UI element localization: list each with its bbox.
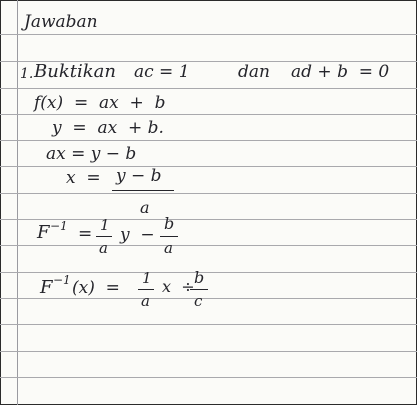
inverse-x-frac2-numerator: b bbox=[194, 268, 205, 287]
x-fraction-bar bbox=[112, 190, 174, 192]
inverse-superscript: −1 bbox=[50, 219, 68, 233]
ruled-line bbox=[0, 272, 417, 273]
inverse-x-frac2-denominator: c bbox=[194, 292, 203, 310]
condition-2: ad + b = 0 bbox=[291, 62, 390, 82]
ruled-line bbox=[0, 351, 417, 352]
ruled-line bbox=[0, 88, 417, 89]
inverse-frac2-denominator: a bbox=[164, 239, 173, 257]
inverse-frac1-numerator: 1 bbox=[100, 216, 110, 234]
ruled-line bbox=[0, 114, 417, 115]
ruled-line bbox=[0, 193, 417, 194]
x-fraction-denominator: a bbox=[140, 198, 150, 217]
ruled-line bbox=[0, 219, 417, 220]
ruled-line bbox=[0, 166, 417, 167]
inverse-frac2-bar bbox=[160, 236, 178, 238]
inverse-x-frac2-bar bbox=[190, 289, 208, 291]
inverse-label: F bbox=[37, 222, 50, 243]
page-heading: Jawaban bbox=[24, 12, 98, 32]
ruled-line bbox=[0, 34, 417, 35]
inverse-x-frac1-bar bbox=[138, 289, 154, 291]
ruled-line bbox=[0, 245, 417, 246]
inverse-x-frac1-denominator: a bbox=[141, 292, 150, 310]
y-substitution: y = ax + b. bbox=[52, 118, 164, 138]
inverse-x-operator: x ÷ bbox=[162, 277, 195, 296]
inverse-x-frac1-numerator: 1 bbox=[142, 269, 152, 287]
ax-step: ax = y − b bbox=[46, 144, 137, 164]
inverse-frac1-denominator: a bbox=[99, 239, 108, 257]
inverse-y-minus: y − bbox=[120, 225, 155, 245]
ruled-line bbox=[0, 140, 417, 141]
ruled-line bbox=[0, 298, 417, 299]
x-fraction-numerator: y − b bbox=[116, 166, 162, 186]
problem-number: 1. bbox=[20, 66, 34, 82]
statement-start: Buktikan bbox=[34, 61, 116, 82]
ruled-line bbox=[0, 377, 417, 378]
connector-text: dan bbox=[238, 62, 270, 82]
ruled-line bbox=[0, 324, 417, 325]
inverse-frac1-bar bbox=[96, 236, 112, 238]
inverse-frac2-numerator: b bbox=[164, 214, 175, 233]
x-result-lhs: x = bbox=[66, 168, 101, 188]
function-definition: f(x) = ax + b bbox=[34, 93, 166, 113]
inverse-equals: = bbox=[78, 224, 93, 244]
inverse-x-label: F bbox=[40, 277, 53, 298]
inverse-x-superscript: −1 bbox=[53, 273, 71, 287]
inverse-x-argument: (x) = bbox=[72, 278, 120, 298]
ruled-line bbox=[0, 61, 417, 62]
margin-line bbox=[17, 0, 18, 405]
condition-1: ac = 1 bbox=[134, 62, 190, 82]
